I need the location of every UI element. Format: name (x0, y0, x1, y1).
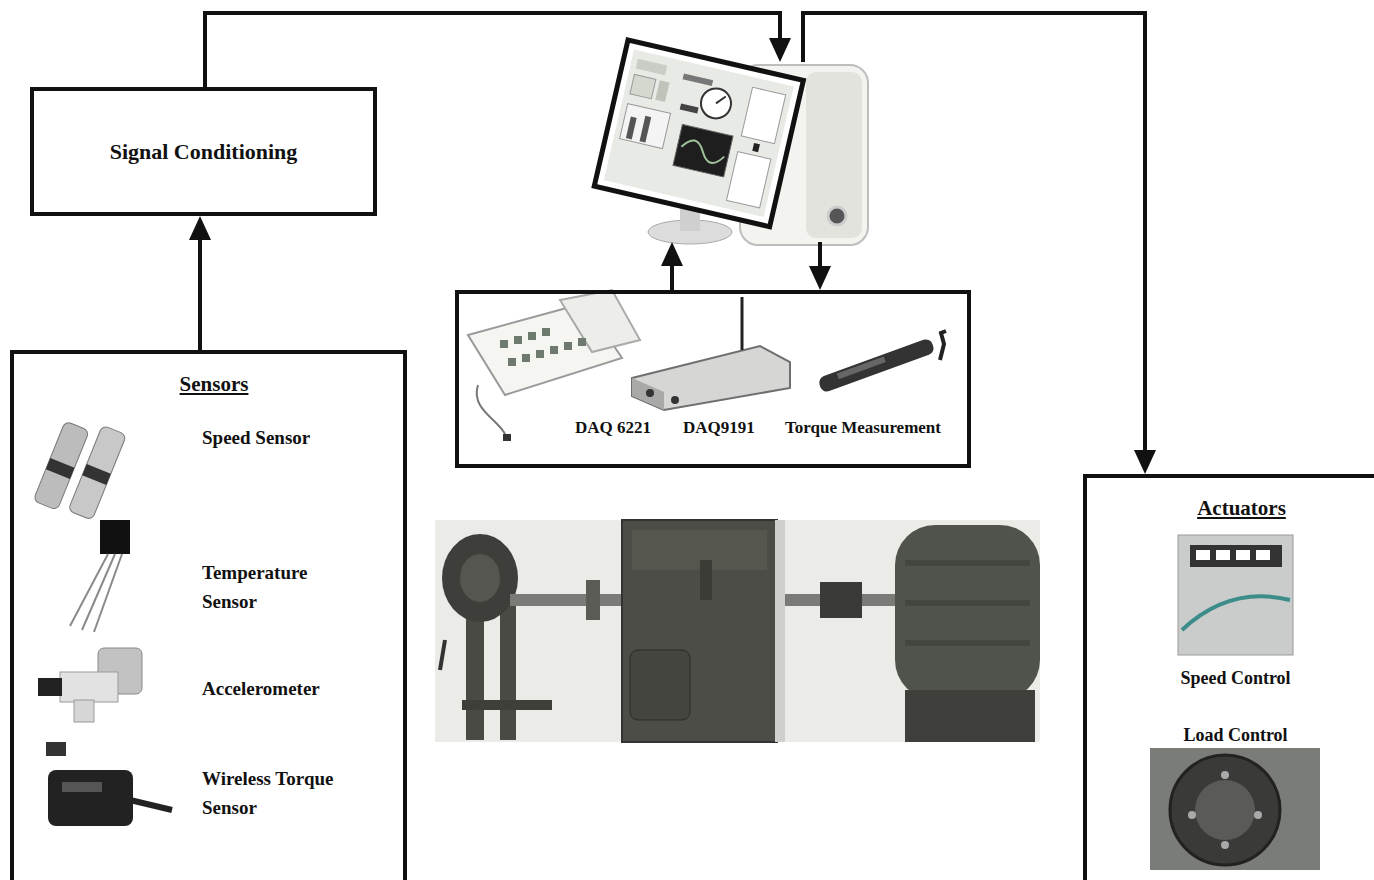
arrow-connector (809, 242, 831, 290)
node-label: DAQ 6221 (575, 415, 651, 441)
daq-illustration (468, 290, 946, 441)
node-label: Torque Measurement (785, 415, 941, 441)
computer-node (580, 62, 870, 242)
process-box: Signal Conditioning (30, 87, 377, 216)
connector-line (803, 13, 1145, 454)
arrow-connector (189, 216, 211, 350)
arrowhead (809, 266, 831, 290)
node-label: Wireless Torque Sensor (202, 764, 336, 822)
sensor-icons (33, 412, 172, 826)
actuator-panel: ActuatorsSpeed ControlLoad Control (1083, 474, 1374, 880)
actuator-photos (1150, 535, 1320, 870)
arrow-connector (661, 242, 683, 290)
arrow-connector (205, 13, 791, 87)
connector-line (198, 236, 202, 350)
connector-line (205, 13, 780, 87)
node-label: Temperature Sensor (202, 558, 362, 616)
connector-line (818, 242, 822, 270)
node-label: Speed Control (1095, 665, 1374, 692)
daq-box: DAQ 6221 DAQ9191 Torque Measurement (455, 290, 971, 468)
node-label: DAQ9191 (683, 415, 755, 441)
arrowhead (189, 216, 211, 240)
node-label: Speed Sensor (202, 423, 310, 452)
arrowhead (661, 242, 683, 266)
test-rig-photo (435, 520, 1040, 742)
panel-heading: Sensors (31, 368, 397, 400)
connector-line (670, 262, 674, 290)
node-label: Accelerometer (202, 674, 320, 703)
node-label: Signal Conditioning (34, 135, 373, 168)
node-label: Load Control (1095, 722, 1374, 749)
panel-heading: Actuators (1101, 492, 1374, 524)
computer-illustration (594, 40, 868, 245)
arrow-connector (803, 13, 1156, 474)
arrowhead (1134, 450, 1156, 474)
arrowhead (769, 38, 791, 62)
sensor-panel: SensorsSpeed SensorTemperature SensorAcc… (10, 350, 407, 880)
